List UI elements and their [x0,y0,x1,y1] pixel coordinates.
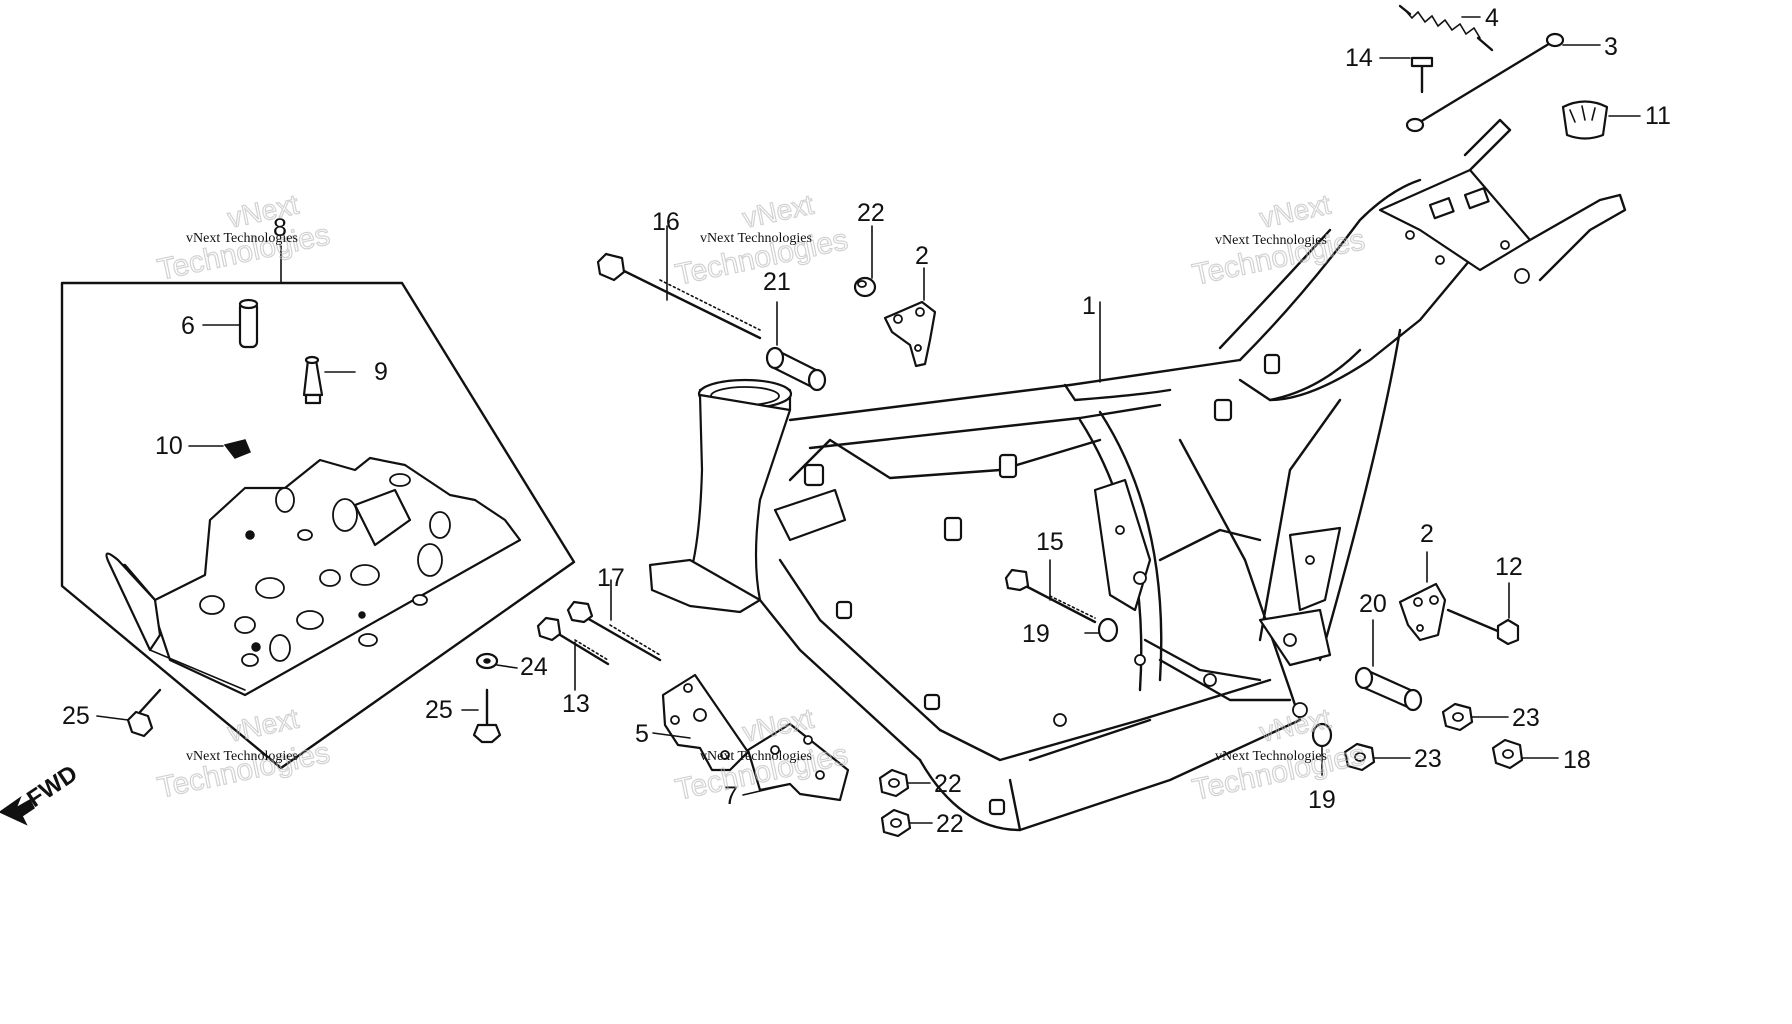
skid-plate-group-outline [60,245,576,770]
callout-numbers: 1 2 2 3 4 5 6 7 8 9 10 11 12 13 14 15 16… [62,4,1671,838]
callout-8: 8 [273,214,287,242]
callout-3: 3 [1604,33,1618,61]
callout-17: 17 [597,564,625,592]
watermark-text: vNext Technologies [1215,749,1327,764]
nut-part-22-bottom [880,808,933,838]
callout-22-bottom: 22 [936,810,964,838]
watermark-6: vNext Technologies vNext Technologies [1189,702,1368,807]
nut-part-23-left [1343,742,1411,772]
bolt-part-13 [536,616,610,691]
bolt-part-25-left [96,688,162,738]
callout-2-right: 2 [1420,520,1434,548]
bolt-part-25-center [461,688,502,744]
bracket-part-2-right [1398,551,1447,642]
watermark-1: vNext Technologies vNext Technologies [154,188,333,287]
callout-24: 24 [520,653,548,681]
callout-25-left: 25 [62,702,90,730]
collar-part-21 [765,301,827,392]
collar-part-6 [202,298,259,349]
watermark-text: vNext Technologies [700,231,812,246]
callout-4: 4 [1485,4,1499,32]
callout-21: 21 [763,268,791,296]
bolt-part-15 [1004,559,1097,624]
bracket-part-7 [742,722,850,802]
watermark-4: vNext Technologies vNext Technologies [154,702,333,805]
cap-part-11 [1561,100,1641,140]
bracket-part-5 [652,673,750,772]
callout-16: 16 [652,208,680,236]
callout-22-top: 22 [857,199,885,227]
watermark-text: vNext Technologies [700,749,812,764]
callout-20: 20 [1359,590,1387,618]
watermark-big-top: vNext [225,703,302,748]
callout-6: 6 [181,312,195,340]
washer-part-19-right [1311,722,1333,776]
fwd-label: FWD [22,760,82,813]
bolt-part-17 [566,579,662,662]
callout-11: 11 [1645,102,1671,130]
callout-22-middle: 22 [934,770,962,798]
bolt-part-16 [596,225,762,340]
bracket-part-2-top [883,267,937,368]
rubber-mount-part-9 [302,355,356,405]
bolt-part-12 [1446,582,1520,646]
watermark-text: vNext Technologies [186,749,298,764]
callout-19-center: 19 [1022,620,1050,648]
callout-9: 9 [374,358,388,386]
watermark-3: vNext Technologies vNext Technologies [1189,188,1368,292]
nut-part-22-middle [878,768,931,798]
watermark-big-top: vNext [1257,189,1334,234]
washer-part-24 [475,652,518,670]
watermark-2: vNext Technologies vNext Technologies [672,188,851,292]
callout-2-top: 2 [915,242,929,270]
callout-7: 7 [724,782,738,810]
callout-15: 15 [1036,528,1064,556]
callout-14: 14 [1345,44,1373,72]
nut-part-18 [1491,738,1559,770]
nut-part-23-right [1441,702,1509,732]
callout-23-right: 23 [1512,704,1540,732]
spring-part-4 [1398,4,1494,52]
callout-19-right: 19 [1308,786,1336,814]
callout-25-center: 25 [425,696,453,724]
watermark-text: vNext Technologies [1215,233,1327,248]
nut-part-22-top [853,225,877,298]
washer-part-19-center [1084,617,1119,643]
callout-18: 18 [1563,746,1591,774]
skid-plate [105,456,522,697]
callout-10: 10 [155,432,183,460]
collar-part-20 [1354,619,1423,712]
watermark-text: vNext Technologies [186,231,298,246]
main-frame [648,118,1627,832]
callout-1: 1 [1082,292,1096,320]
watermark-big-top: vNext [740,189,817,234]
bolt-part-14 [1379,56,1434,94]
callout-12: 12 [1495,553,1523,581]
forward-direction-arrow: FWD [0,760,83,826]
callout-5: 5 [635,720,649,748]
stay-part-3 [1405,32,1601,133]
callout-13: 13 [562,690,590,718]
watermark-big-bottom: Technologies [155,736,333,805]
callout-23-left: 23 [1414,745,1442,773]
cushion-part-10 [188,439,251,459]
